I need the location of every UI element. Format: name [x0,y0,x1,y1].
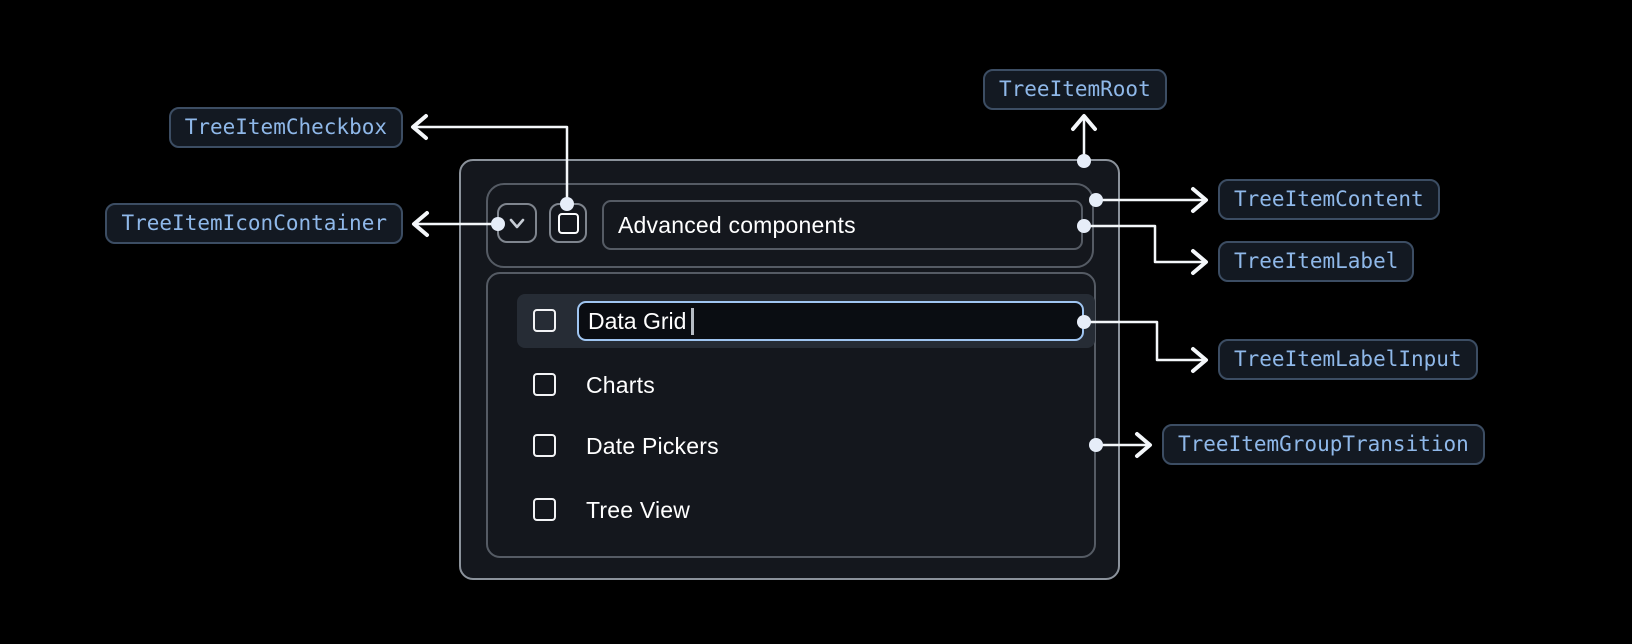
badge-tree-item-group-transition: TreeItemGroupTransition [1162,424,1485,465]
row-checkbox[interactable] [533,434,556,457]
tree-item-group-box [486,272,1096,558]
row-checkbox[interactable] [533,309,556,332]
parent-checkbox[interactable] [549,203,587,243]
badge-tree-item-checkbox: TreeItemCheckbox [168,107,403,148]
badge-tree-item-content: TreeItemContent [1218,179,1440,220]
badge-tree-item-root: TreeItemRoot [983,69,1167,110]
label-edit-input[interactable]: Data Grid [577,301,1084,341]
text-caret [691,307,695,335]
expand-collapse-button[interactable] [497,203,537,243]
parent-item-label: Advanced components [618,211,856,238]
label-input-value: Data Grid [588,307,687,334]
chevron-down-icon [509,218,525,229]
tree-row-label[interactable]: Date Pickers [586,433,719,459]
tree-row-data-grid[interactable]: Data Grid [517,294,1095,348]
tree-item-root-box [459,159,1120,580]
row-checkbox[interactable] [533,498,556,521]
row-checkbox[interactable] [533,373,556,396]
badge-tree-item-label: TreeItemLabel [1218,241,1415,282]
tree-item-label-box[interactable]: Advanced components [602,200,1083,250]
tree-row-label[interactable]: Charts [586,372,655,398]
badge-tree-item-icon-container: TreeItemIconContainer [105,203,403,244]
tree-row-label[interactable]: Tree View [586,497,691,523]
checkbox-unchecked-icon [557,212,579,234]
badge-tree-item-label-input: TreeItemLabelInput [1218,339,1478,380]
